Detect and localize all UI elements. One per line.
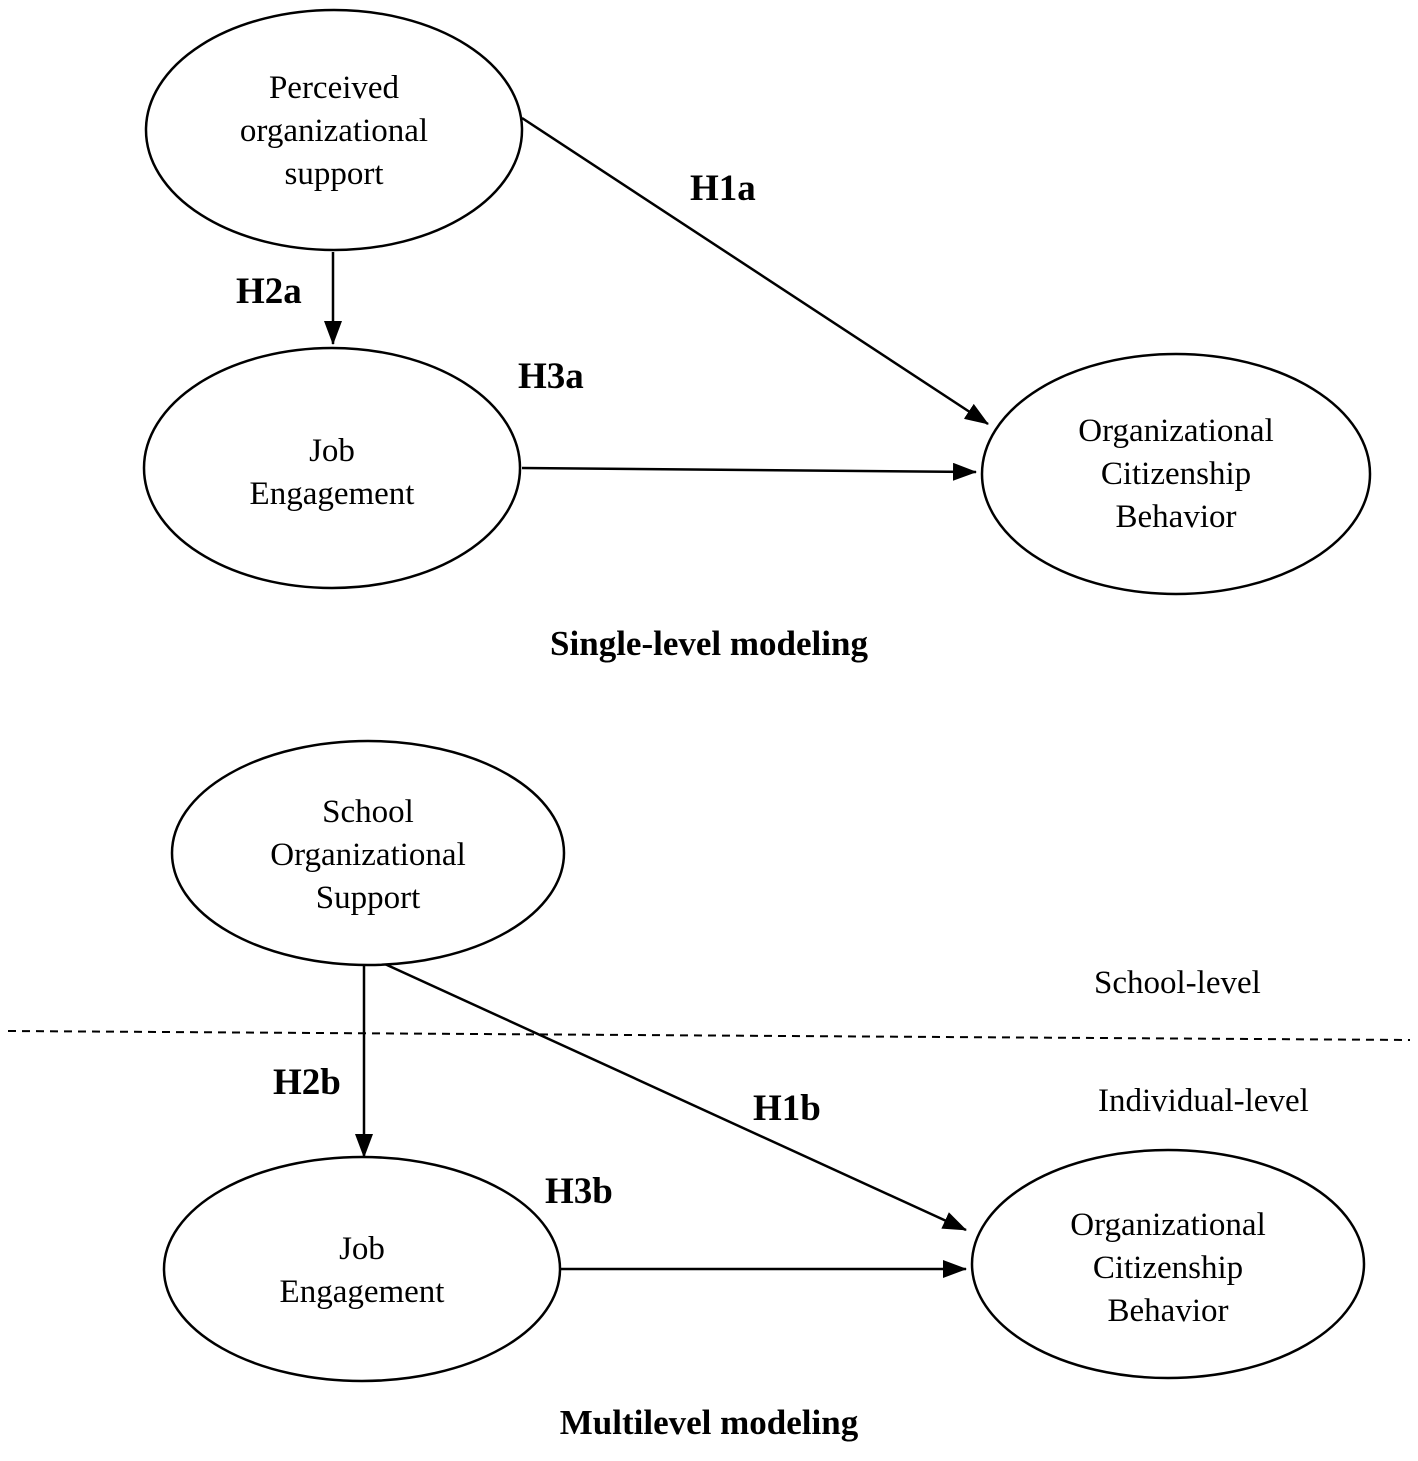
node-ocb-multi-line-3: Behavior [1108, 1293, 1229, 1329]
node-perceived-organizational-support: Perceived organizational support [144, 8, 524, 252]
edge-h1b [373, 957, 967, 1232]
node-ocb-multi-line-2: Citizenship [1093, 1250, 1243, 1286]
node-je-line-1: Job [309, 433, 355, 469]
node-sos-line-1: School [322, 794, 414, 830]
label-individual-level: Individual-level [1098, 1083, 1309, 1119]
node-ocb-multi: Organizational Citizenship Behavior [970, 1148, 1366, 1380]
label-h3a: H3a [518, 356, 584, 397]
node-je-multi-line-1: Job [339, 1231, 385, 1267]
edge-h1a [521, 116, 989, 426]
node-ocb-multi-line-1: Organizational [1070, 1207, 1266, 1243]
node-pos-line-3: support [285, 156, 384, 192]
node-pos-line-2: organizational [240, 113, 428, 149]
caption-single-level: Single-level modeling [550, 624, 868, 663]
edge-h3a [521, 462, 977, 481]
node-je-multi-line-2: Engagement [280, 1274, 445, 1310]
label-h2a: H2a [236, 271, 302, 312]
label-h3b: H3b [545, 1171, 613, 1212]
node-ocb-line-2: Citizenship [1101, 456, 1251, 492]
node-sos-line-3: Support [316, 880, 421, 916]
node-je-line-2: Engagement [250, 476, 415, 512]
multilevel-model: School Organizational Support Job Engage… [7, 739, 1411, 1442]
level-divider [7, 1030, 1411, 1041]
node-job-engagement-single: Job Engagement [142, 346, 522, 590]
single-level-model: Perceived organizational support Job Eng… [142, 8, 1372, 663]
label-h2b: H2b [273, 1062, 341, 1103]
caption-multilevel: Multilevel modeling [560, 1403, 859, 1442]
node-pos-line-1: Perceived [269, 70, 400, 106]
node-ocb-line-1: Organizational [1078, 413, 1274, 449]
node-school-organizational-support: School Organizational Support [170, 739, 566, 967]
node-ocb-line-3: Behavior [1116, 499, 1237, 535]
label-h1a: H1a [690, 168, 756, 209]
node-sos-line-2: Organizational [270, 837, 466, 873]
label-school-level: School-level [1094, 965, 1261, 1001]
label-h1b: H1b [753, 1088, 821, 1129]
node-job-engagement-multi: Job Engagement [162, 1155, 562, 1383]
node-ocb-single: Organizational Citizenship Behavior [980, 352, 1372, 596]
